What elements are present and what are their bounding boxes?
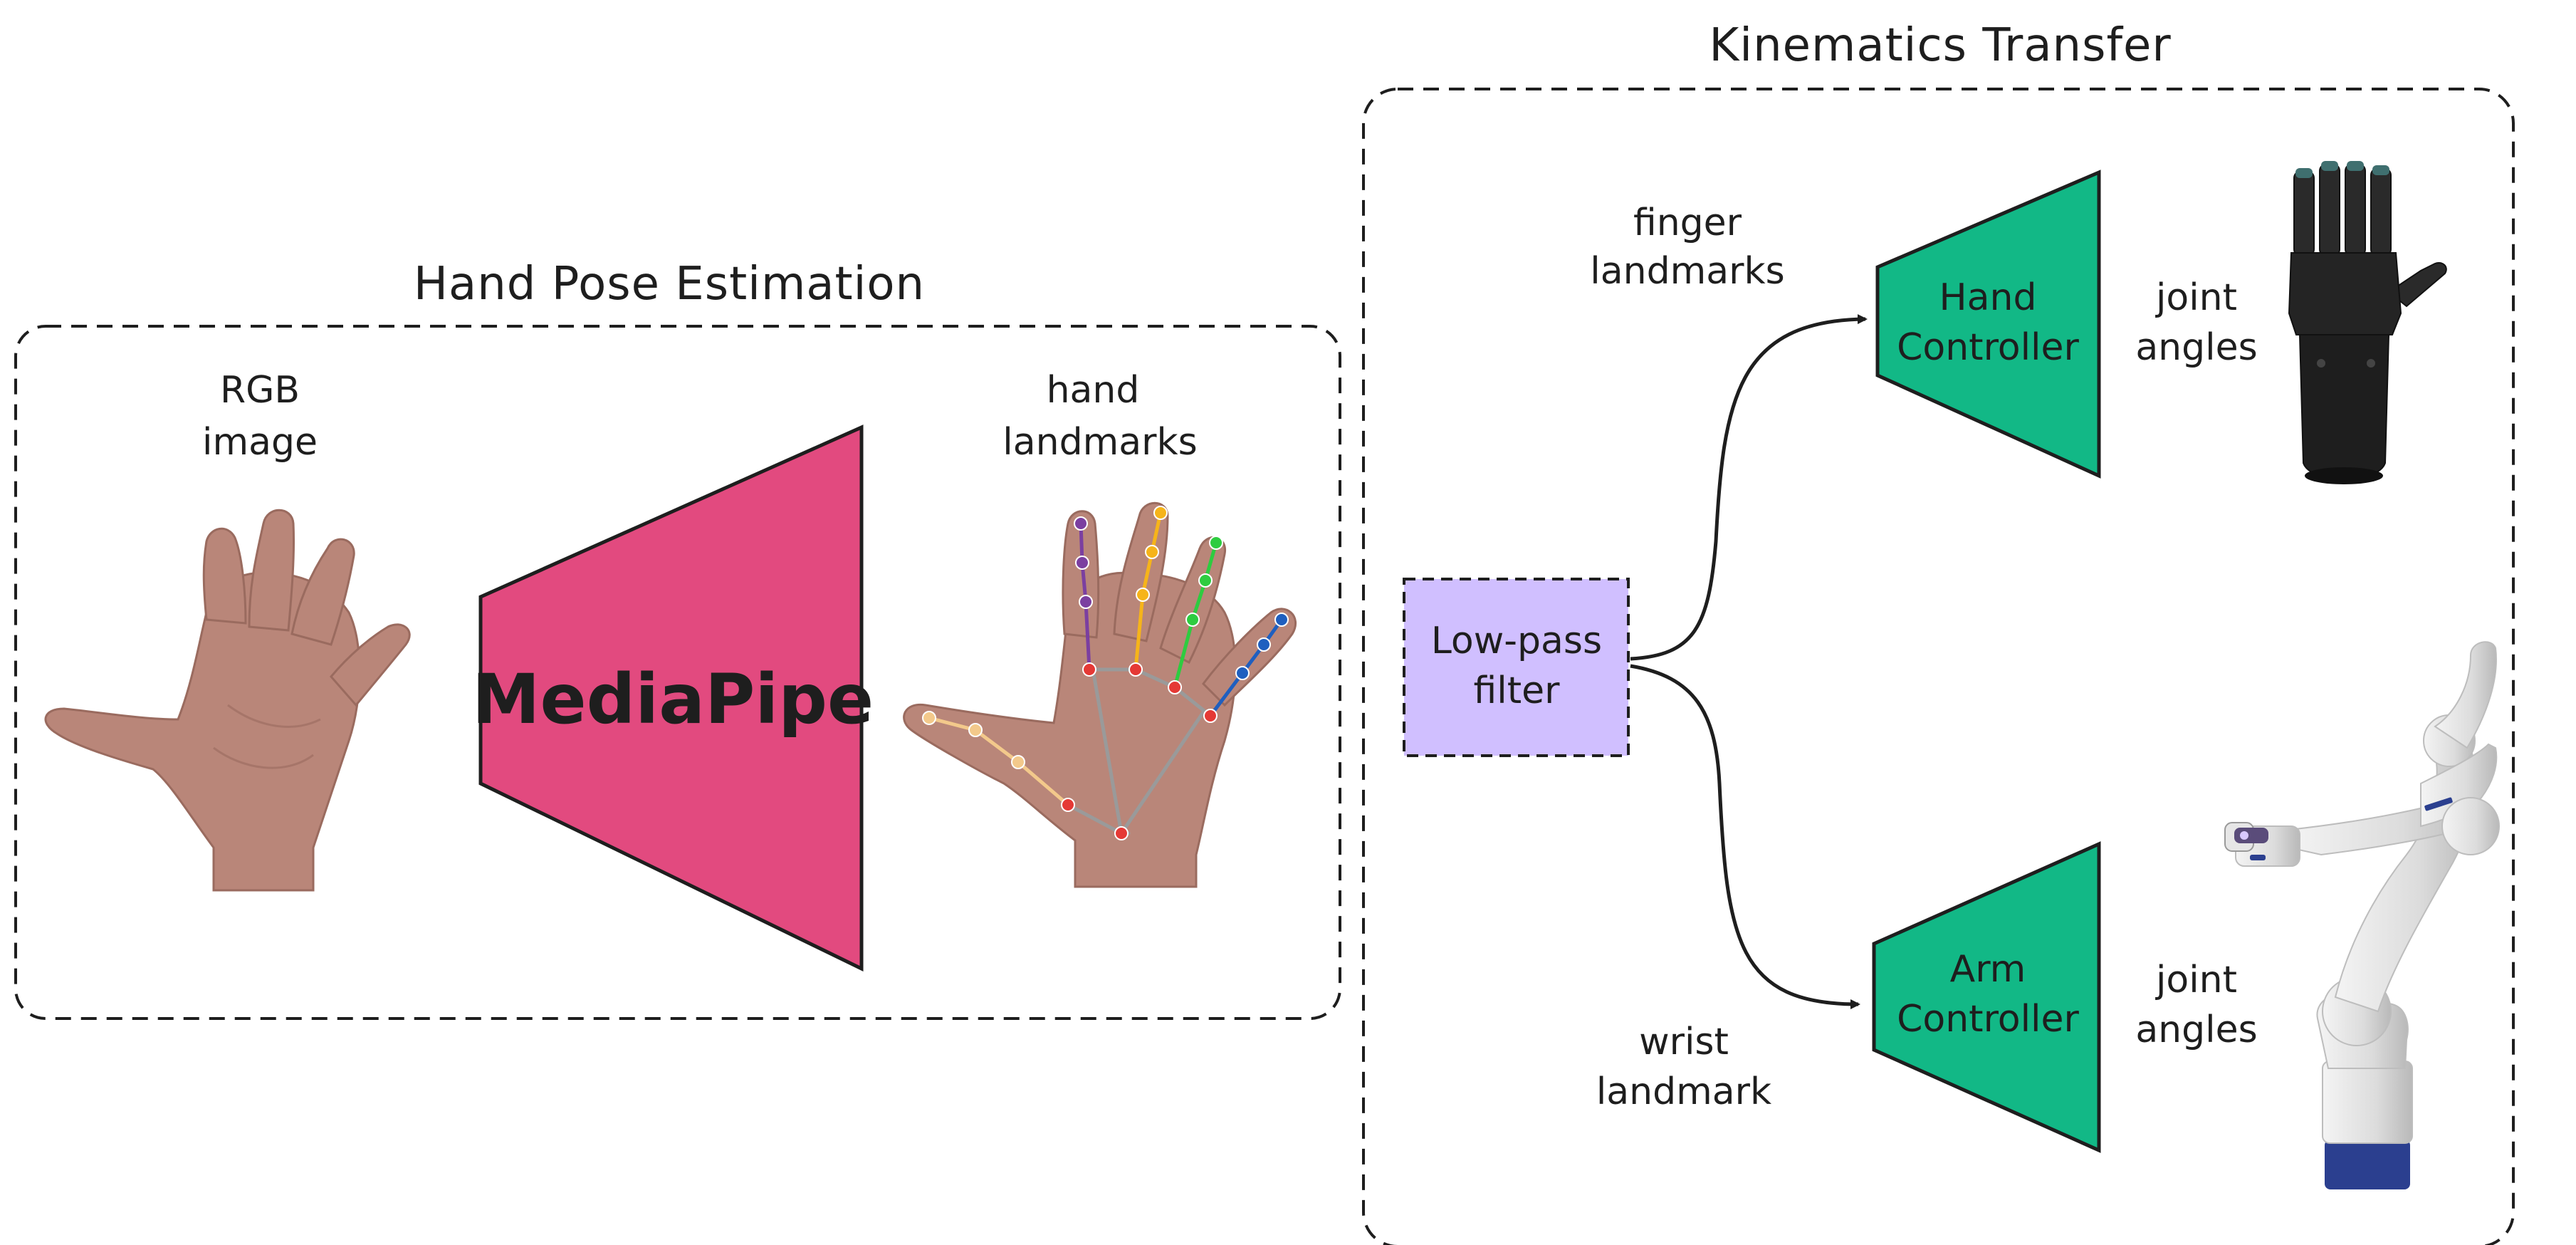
hand-pose-box (14, 325, 1341, 1020)
robot-arm-icon (2224, 641, 2500, 1189)
low-pass-filter: Low-pass filter (1403, 578, 1630, 757)
wrist-label-line2: landmark (1596, 1071, 1771, 1113)
arm-output-label-line1: joint (2155, 959, 2237, 1001)
hand-output-label-line2: angles (2135, 326, 2257, 369)
mediapipe-trapezoid (478, 424, 864, 971)
kinematics-title: Kinematics Transfer (1709, 19, 2171, 72)
hand-pose-title: Hand Pose Estimation (414, 258, 925, 311)
finger-label-line2: landmarks (1590, 250, 1784, 293)
finger-arrow (1630, 314, 1868, 661)
arm-controller: Arm Controller (1872, 841, 2101, 1153)
hand-controller-trapezoid (1875, 170, 2101, 479)
hand-controller-label-line1: Hand (1939, 276, 2037, 319)
rgb-label-line1: RGB (220, 369, 300, 412)
wrist-label-line1: wrist (1639, 1021, 1729, 1063)
rgb-hand-icon (44, 509, 411, 892)
rgb-label-line2: image (202, 421, 318, 464)
arm-controller-trapezoid (1872, 841, 2101, 1153)
wrist-arrow (1630, 664, 1860, 1009)
hand-landmarks-label-line1: hand (1047, 369, 1140, 412)
arm-controller-label-line2: Controller (1897, 998, 2079, 1041)
hand-output-label-line1: joint (2155, 276, 2237, 319)
robot-hand-icon (2288, 161, 2447, 484)
hand-controller-label-line2: Controller (1897, 326, 2079, 369)
filter-box (1403, 578, 1630, 757)
arm-output-label-line2: angles (2135, 1009, 2257, 1051)
mediapipe-label: MediaPipe (472, 660, 874, 739)
hand-pose-estimation-section: Hand Pose Estimation RGB image (14, 258, 1341, 1020)
filter-label-line1: Low-pass (1431, 620, 1602, 662)
mediapipe-model: MediaPipe (472, 424, 874, 971)
kinematics-transfer-section: Kinematics Transfer Low-pass filter fing… (1362, 19, 2515, 1245)
landmark-hand-icon (903, 501, 1297, 888)
kinematics-box (1362, 88, 2515, 1245)
hand-controller: Hand Controller (1875, 170, 2101, 479)
filter-label-line2: filter (1474, 670, 1561, 712)
arm-controller-label-line1: Arm (1950, 948, 2026, 991)
hand-landmarks-label-line2: landmarks (1002, 421, 1197, 464)
finger-label-line1: finger (1633, 202, 1742, 244)
